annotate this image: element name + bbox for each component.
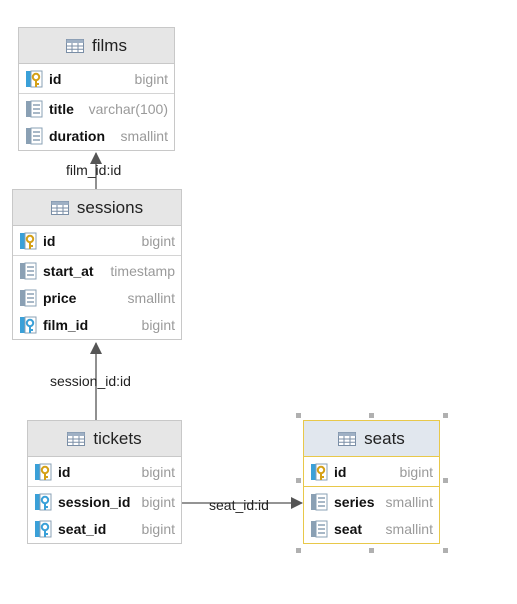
column-type: smallint bbox=[127, 289, 175, 306]
relation-label-tickets-seats: seat_id:id bbox=[209, 497, 269, 513]
table-films[interactable]: films id bigint title varchar(100) duration sm… bbox=[18, 27, 175, 151]
table-header[interactable]: seats bbox=[304, 421, 439, 457]
resize-handle-top-right[interactable] bbox=[443, 413, 448, 418]
column-row-film-id[interactable]: film_id bigint bbox=[13, 311, 181, 338]
table-title: films bbox=[92, 35, 127, 55]
column-type: bigint bbox=[141, 493, 175, 510]
relation-label-sessions-films: film_id:id bbox=[66, 162, 122, 178]
column-row-price[interactable]: price smallint bbox=[13, 284, 181, 311]
resize-handle-left[interactable] bbox=[296, 478, 301, 483]
resize-handle-top-left[interactable] bbox=[296, 413, 301, 418]
resize-handle-bottom-right[interactable] bbox=[443, 548, 448, 553]
resize-handle-top[interactable] bbox=[369, 413, 374, 418]
columns-section: title varchar(100) duration smallint bbox=[19, 94, 174, 150]
column-icon bbox=[310, 493, 334, 511]
primary-key-section: id bigint bbox=[28, 457, 181, 487]
column-type: bigint bbox=[141, 316, 175, 333]
column-row-id[interactable]: id bigint bbox=[304, 458, 439, 485]
table-header[interactable]: sessions bbox=[13, 190, 181, 226]
column-icon bbox=[310, 520, 334, 538]
column-row-session-id[interactable]: session_id bigint bbox=[28, 488, 181, 515]
column-row-seat[interactable]: seat smallint bbox=[304, 515, 439, 542]
table-icon bbox=[66, 38, 85, 53]
column-row-title[interactable]: title varchar(100) bbox=[19, 95, 174, 122]
column-row-id[interactable]: id bigint bbox=[28, 458, 181, 485]
table-icon bbox=[50, 200, 69, 215]
column-name: series bbox=[334, 493, 375, 510]
foreign-key-column-icon bbox=[34, 493, 58, 511]
column-row-start-at[interactable]: start_at timestamp bbox=[13, 257, 181, 284]
table-header[interactable]: tickets bbox=[28, 421, 181, 457]
table-title: tickets bbox=[93, 428, 142, 448]
table-title: sessions bbox=[76, 197, 144, 217]
table-icon bbox=[67, 431, 86, 446]
column-row-duration[interactable]: duration smallint bbox=[19, 122, 174, 149]
column-type: smallint bbox=[385, 493, 433, 510]
table-sessions[interactable]: sessions id bigint start_at timestamp price sm… bbox=[12, 189, 182, 340]
column-name: price bbox=[43, 289, 77, 306]
column-name: id bbox=[49, 70, 62, 87]
primary-key-column-icon bbox=[34, 463, 58, 481]
column-name: seat_id bbox=[58, 520, 107, 537]
resize-handle-right[interactable] bbox=[443, 478, 448, 483]
column-type: timestamp bbox=[110, 262, 175, 279]
column-type: bigint bbox=[141, 520, 175, 537]
column-icon bbox=[19, 262, 43, 280]
column-row-seat-id[interactable]: seat_id bigint bbox=[28, 515, 181, 542]
primary-key-column-icon bbox=[25, 70, 49, 88]
column-name: film_id bbox=[43, 316, 89, 333]
column-name: start_at bbox=[43, 262, 94, 279]
column-row-series[interactable]: series smallint bbox=[304, 488, 439, 515]
column-icon bbox=[25, 127, 49, 145]
column-type: bigint bbox=[141, 463, 175, 480]
foreign-key-column-icon bbox=[34, 520, 58, 538]
column-type: bigint bbox=[141, 232, 175, 249]
foreign-key-column-icon bbox=[19, 316, 43, 334]
column-row-id[interactable]: id bigint bbox=[13, 227, 181, 254]
relation-label-tickets-sessions: session_id:id bbox=[50, 373, 131, 389]
primary-key-column-icon bbox=[310, 463, 334, 481]
primary-key-section: id bigint bbox=[13, 226, 181, 256]
column-type: varchar(100) bbox=[88, 100, 168, 117]
column-name: id bbox=[334, 463, 347, 480]
column-type: bigint bbox=[399, 463, 433, 480]
column-name: session_id bbox=[58, 493, 131, 510]
resize-handle-bottom[interactable] bbox=[369, 548, 374, 553]
primary-key-section: id bigint bbox=[304, 457, 439, 487]
column-type: smallint bbox=[120, 127, 168, 144]
table-icon bbox=[338, 431, 357, 446]
column-icon bbox=[19, 289, 43, 307]
column-icon bbox=[25, 100, 49, 118]
columns-section: series smallint seat smallint bbox=[304, 487, 439, 543]
column-type: smallint bbox=[385, 520, 433, 537]
column-row-id[interactable]: id bigint bbox=[19, 65, 174, 92]
column-name: id bbox=[43, 232, 56, 249]
table-title: seats bbox=[364, 428, 405, 448]
column-name: duration bbox=[49, 127, 105, 144]
column-name: seat bbox=[334, 520, 363, 537]
column-name: id bbox=[58, 463, 71, 480]
resize-handle-bottom-left[interactable] bbox=[296, 548, 301, 553]
primary-key-column-icon bbox=[19, 232, 43, 250]
column-name: title bbox=[49, 100, 74, 117]
columns-section: start_at timestamp price smallint film_id big… bbox=[13, 256, 181, 339]
primary-key-section: id bigint bbox=[19, 64, 174, 94]
column-type: bigint bbox=[134, 70, 168, 87]
table-header[interactable]: films bbox=[19, 28, 174, 64]
